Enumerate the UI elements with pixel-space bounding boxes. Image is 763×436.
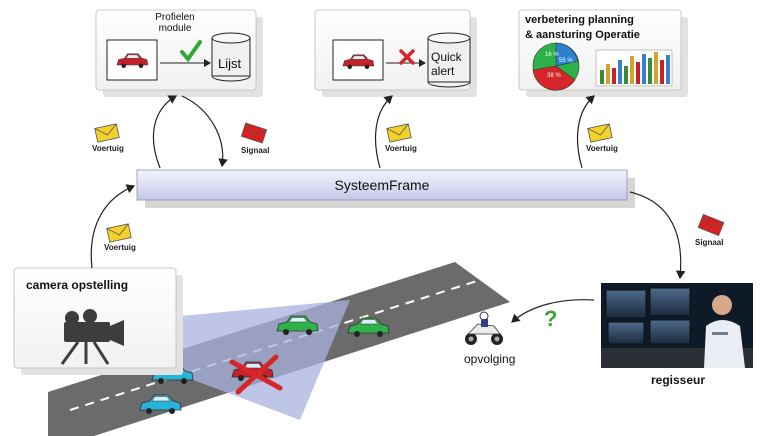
database-icon [427, 32, 471, 88]
camera-label: camera opstelling [26, 278, 129, 292]
checkmark-icon [180, 40, 202, 63]
pie-label-1: 16 % [545, 52, 559, 58]
regisseur-label: regisseur [651, 373, 706, 387]
envelope-signaal-2 [697, 213, 725, 237]
card-camera [13, 267, 183, 375]
arrow-camera-to-frame [90, 184, 136, 269]
envelope-voertuig-4 [106, 223, 132, 243]
envelope-signaal-1 [240, 122, 268, 144]
arrow-regisseur-to-opvolging [511, 299, 595, 323]
profielen-module-title: Profielen module [155, 12, 195, 34]
voertuig-label-2: Voertuig [385, 144, 417, 153]
card-quick-alert [314, 9, 477, 97]
envelope-voertuig-2 [386, 123, 412, 143]
arrow-frame-to-planning [576, 95, 595, 169]
opvolging-label: opvolging [464, 352, 516, 366]
voertuig-label-4: Voertuig [104, 243, 136, 252]
lijst-label: Lijst [218, 56, 242, 71]
envelope-voertuig-1 [94, 123, 120, 143]
systeemframe-label: SysteemFrame [334, 177, 430, 193]
arrow-frame-to-profielen [152, 95, 178, 169]
red-cross-icon [229, 354, 283, 395]
envelope-voertuig-3 [587, 123, 613, 143]
pie-chart-icon [532, 42, 580, 91]
voertuig-label-1: Voertuig [92, 144, 124, 153]
arrow-frame-to-regisseur [629, 191, 686, 280]
cross-icon [399, 49, 415, 65]
systeemframe-bar [136, 169, 628, 201]
arrow-profielen-to-frame [181, 95, 228, 168]
question-mark-icon: ? [544, 306, 558, 331]
voertuig-label-3: Voertuig [586, 144, 618, 153]
card-planning [518, 9, 688, 97]
motorcycle-icon [465, 311, 503, 345]
signaal-label-2: Signaal [695, 238, 724, 247]
pie-label-2: 55 % [559, 58, 573, 64]
database-icon [211, 32, 251, 82]
pie-label-3: 38 % [547, 73, 561, 79]
arrow-frame-to-quickalert [374, 95, 393, 169]
planning-title-line1: verbetering planning [525, 14, 634, 26]
bar-chart-icon [595, 49, 673, 87]
regisseur-photo [601, 283, 753, 368]
film-camera-icon [60, 309, 124, 365]
card-profielen-module [95, 9, 263, 97]
planning-title-line2: & aansturing Operatie [525, 29, 640, 41]
quick-alert-label: Quick alert [431, 50, 462, 78]
signaal-label-1: Signaal [241, 146, 270, 155]
